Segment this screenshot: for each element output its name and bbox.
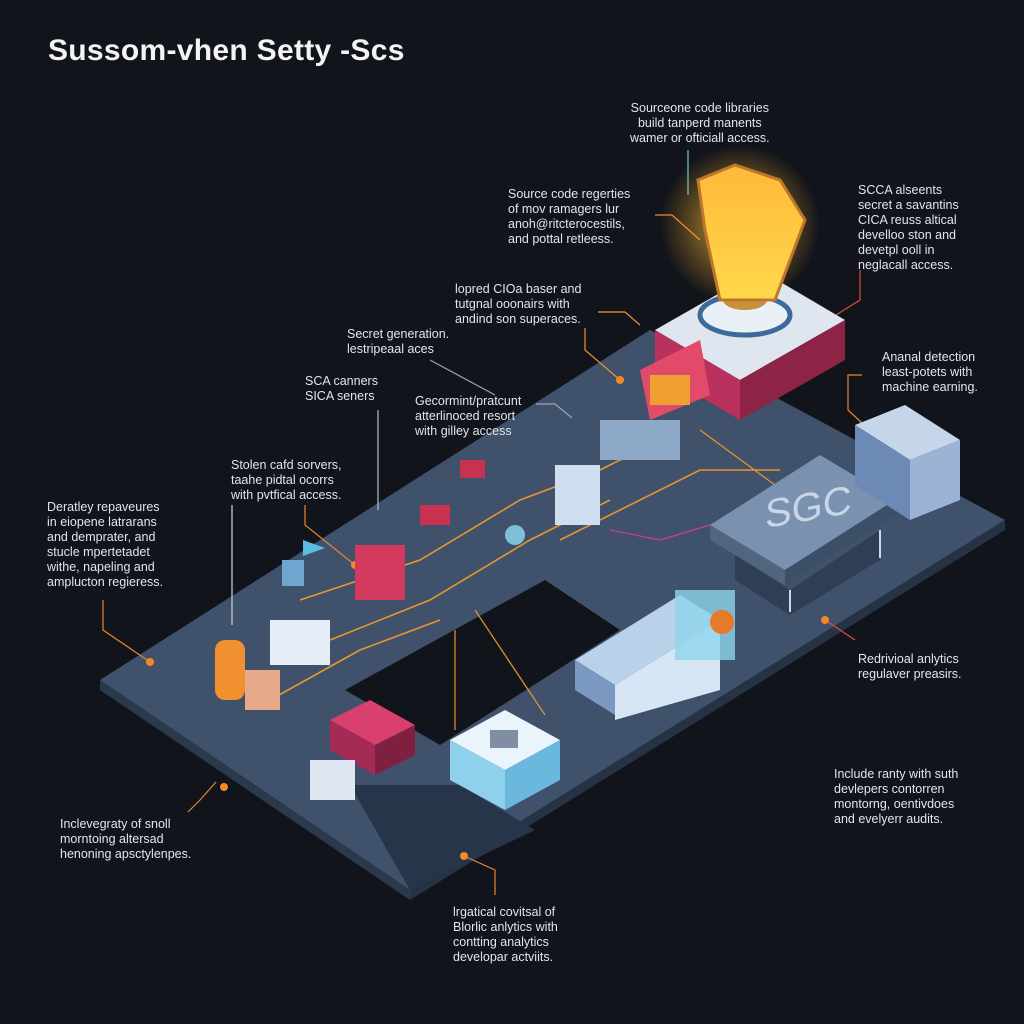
annotation-stolen: Stolen cafd sorvers, taahe pidtal ocorrs… <box>231 458 342 502</box>
page-title: Sussom-vhen Setty -Scs <box>48 34 405 67</box>
glass-cube-building <box>450 710 560 810</box>
annotation-include: Include ranty with suth devlepers contor… <box>834 767 959 826</box>
annotation-indevegraty: Inclevegraty of snoll morntoing altersad… <box>60 817 192 861</box>
components <box>215 420 680 800</box>
annotation-sca-canners: SCA canners SICA seners <box>305 374 378 403</box>
annotation-scca: SCCA alseents secret a savantins CICA re… <box>858 183 959 272</box>
annotation-deratley: Deratley repaveures in eiopene latrarans… <box>47 500 164 589</box>
annotation-source-code: Source code regerties of mov ramagers lu… <box>508 187 631 246</box>
office-building <box>575 590 735 720</box>
platform-gap <box>345 580 620 745</box>
annotation-behavioral: Redrivioal anlytics regulaver preasirs. <box>858 652 962 681</box>
server-tower <box>855 405 960 520</box>
central-building-with-lightbulb <box>640 145 845 420</box>
annotation-cioa: lopred CIOa baser and tutgnal ooonairs w… <box>455 282 582 326</box>
annotation-anomaly-detection: Ananal detection least-potets with machi… <box>882 350 978 394</box>
lightbulb-icon <box>696 163 807 302</box>
annotation-gecormint: Gecormint/pratcunt atterlinoced resort w… <box>415 394 522 438</box>
annotation-secret-generation: Secret generation. lestripeaal aces <box>347 327 450 356</box>
sgc-building <box>710 455 895 615</box>
annotation-logistical: lrgatical covitsal of Blorlic anlytics w… <box>453 905 558 964</box>
annotation-top-center: Sourceone code libraries build tanperd m… <box>630 101 770 145</box>
